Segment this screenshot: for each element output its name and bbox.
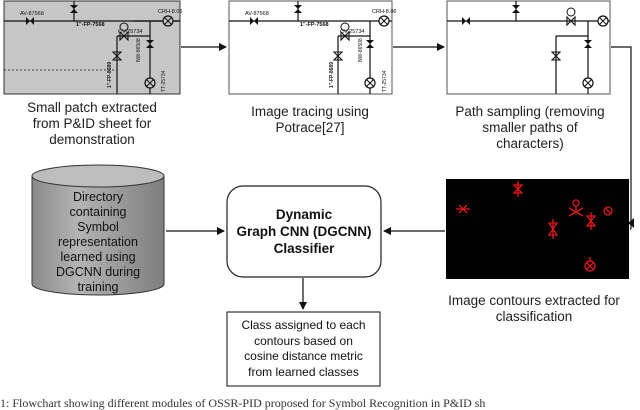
actuator-icon <box>119 22 129 32</box>
result-label: Class assigned to each contours based on… <box>241 318 366 379</box>
path-sampling-panel <box>446 0 611 95</box>
actuator-icon <box>340 22 350 32</box>
gate-valve-icon <box>70 5 78 13</box>
contours-panel <box>446 179 629 279</box>
pid-tag: CV-25734 <box>340 29 364 35</box>
gate-valve-icon <box>332 51 344 61</box>
directory-label: Directory containing Symbol representati… <box>55 190 141 294</box>
gate-valve-icon <box>366 40 374 48</box>
pid-tag: TT-25734 <box>161 70 167 92</box>
pid-tag: CRH-8.06 <box>372 9 396 15</box>
patch-caption: Small patch extracted from P&ID sheet fo… <box>27 100 157 147</box>
instrument-bubble-icon <box>378 15 390 27</box>
gate-valve-icon <box>250 17 258 25</box>
control-valve-icon <box>119 30 129 42</box>
pid-tag: NW-86508 <box>358 38 364 62</box>
pid-tag: NW-86508 <box>136 38 142 62</box>
contour-instrument-icon <box>584 257 596 272</box>
contour-valve-icon <box>456 204 470 214</box>
gate-valve-icon <box>550 51 562 61</box>
pid-tag: 1"-FP-8689 <box>329 62 335 88</box>
pid-patch-panel: AV-87568 1"-FP-7568 CV-25734 CRH-8.06 NW… <box>3 0 182 95</box>
gate-valve-icon <box>462 17 470 25</box>
control-valve-icon <box>566 15 576 27</box>
gate-valve-icon <box>294 5 302 13</box>
pid-tag: AV-87568 <box>245 11 269 17</box>
pid-tag: AV-87568 <box>20 11 44 17</box>
pid-tag: CRH-8.06 <box>158 9 182 15</box>
tracing-caption: Image tracing using Potrace[27] <box>251 104 369 135</box>
pid-tag: CV-25734 <box>118 29 142 35</box>
control-valve-icon <box>340 30 350 42</box>
pid-tag: 1"-FP-7568 <box>300 22 329 28</box>
class-result-box <box>226 311 381 387</box>
contour-control-valve-icon <box>568 199 584 217</box>
dgcnn-classifier-box <box>226 185 382 278</box>
pid-tag: 1"-FP-7568 <box>76 22 105 28</box>
gate-valve-icon <box>584 40 592 48</box>
instrument-bubble-icon <box>582 77 594 89</box>
contour-valve-icon <box>585 212 597 230</box>
traced-image-panel: AV-87568 1"-FP-7568 CV-25734 CRH-8.06 NW… <box>228 0 396 95</box>
classifier-label: Dynamic Graph CNN (DGCNN) Classifier <box>236 207 372 256</box>
instrument-bubble-icon <box>162 15 174 27</box>
pid-tag: 1"-FP-8689 <box>107 62 113 88</box>
contour-valve-icon <box>512 181 524 197</box>
figure-caption: 1: Flowchart showing different modules o… <box>0 396 486 410</box>
gate-valve-icon <box>26 17 34 25</box>
instrument-bubble-icon <box>597 15 609 27</box>
actuator-icon <box>566 7 576 17</box>
symbol-directory-cylinder <box>31 164 165 296</box>
arrowhead-into-contours <box>628 218 634 228</box>
gate-valve-icon <box>111 51 123 61</box>
pid-tag: TT-25734 <box>382 70 388 92</box>
gate-valve-icon <box>512 5 520 13</box>
instrument-bubble-icon <box>144 77 156 89</box>
gate-valve-icon <box>146 40 154 48</box>
arrow-sampling-connector <box>611 46 632 229</box>
contour-valve-icon <box>547 219 559 239</box>
sampling-caption: Path sampling (removing smaller paths of… <box>455 104 605 151</box>
contour-instrument-icon <box>603 206 613 216</box>
contours-caption: Image contours extracted for classificat… <box>448 293 620 324</box>
instrument-bubble-icon <box>364 77 376 89</box>
